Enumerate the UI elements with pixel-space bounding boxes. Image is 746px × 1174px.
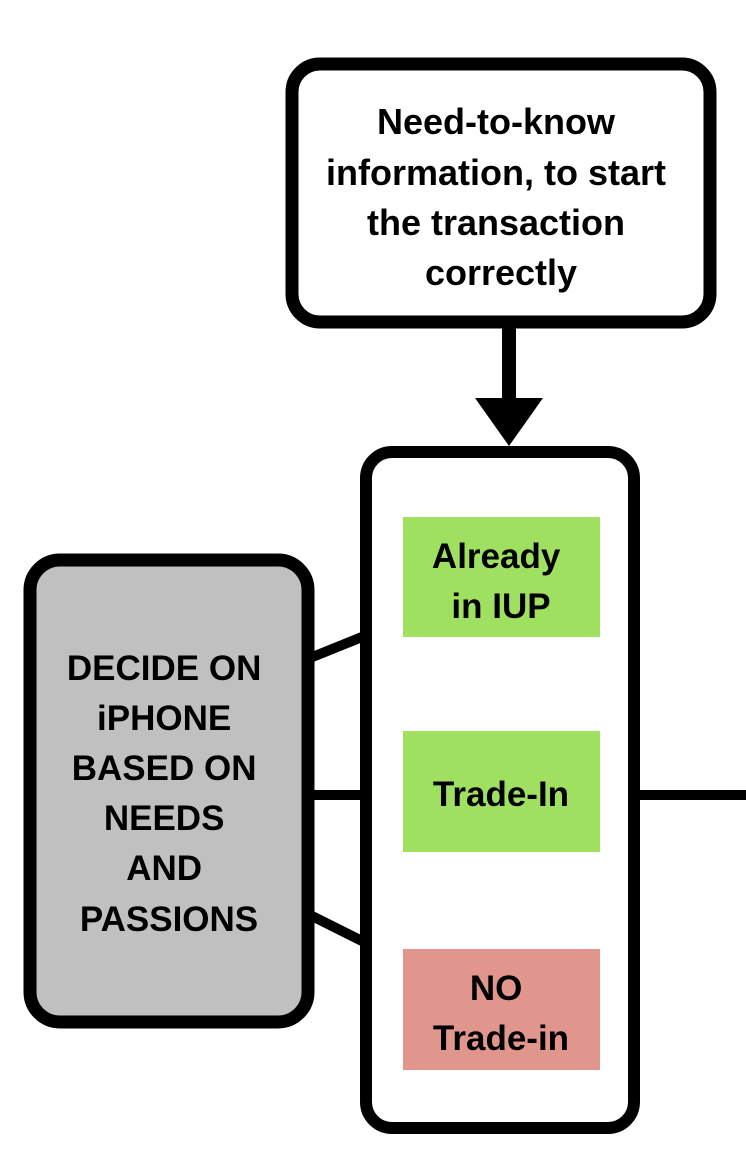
option-trade-in-line-1: Trade-In: [433, 775, 569, 814]
decide-iphone-box-frame: [23, 553, 315, 1029]
decide-line-1: DECIDE ON: [67, 649, 261, 688]
top-info-line-1: Need-to-know: [377, 101, 616, 142]
top-info-line-3: the transaction: [367, 202, 625, 243]
option-already-in-iup-box: [403, 517, 600, 637]
decide-line-3: BASED ON: [72, 749, 257, 788]
decide-line-2: iPHONE: [97, 699, 231, 738]
down-arrow: [475, 322, 543, 446]
option-already-in-iup-line-2: in IUP: [451, 587, 550, 626]
decide-line-6: PASSIONS: [80, 900, 258, 939]
top-info-box-frame: [285, 57, 717, 329]
svg-text:Need-to-know information: Need-to-know information, to start the t…: [326, 101, 676, 293]
down-arrow-head: [475, 398, 543, 446]
option-trade-in-box: [403, 731, 600, 852]
option-no-trade-in-box: [403, 949, 600, 1070]
option-already-in-iup-line-1: Already: [432, 537, 561, 576]
option-trade-in: Trade-In: [403, 731, 600, 852]
decide-line-4: NEEDS: [104, 799, 225, 838]
top-info-line-2: information, to start: [326, 152, 666, 193]
option-no-trade-in-line-2: Trade-in: [433, 1019, 569, 1058]
decide-iphone-box: DECIDE ON iPHONE BASED ON NEEDS AND PASS…: [23, 553, 315, 1029]
decide-line-5: AND: [126, 849, 202, 888]
top-info-box: Need-to-know information, to start the t…: [285, 57, 717, 329]
svg-text:DECIDE ON iPHONE B: DECIDE ON iPHONE BASED ON NEEDS AND PASS…: [67, 649, 271, 939]
svg-text:Already in IUP: Already in IUP: [432, 537, 570, 626]
option-already-in-iup: Already in IUP: [403, 517, 600, 637]
option-no-trade-in: NO Trade-in: [403, 949, 600, 1070]
svg-text:Trade-In: Trade-In: [433, 775, 569, 814]
svg-text:NO Trade-in: NO Trade-in: [433, 969, 569, 1058]
option-no-trade-in-line-1: NO: [470, 969, 523, 1008]
top-info-line-4: correctly: [425, 252, 577, 293]
